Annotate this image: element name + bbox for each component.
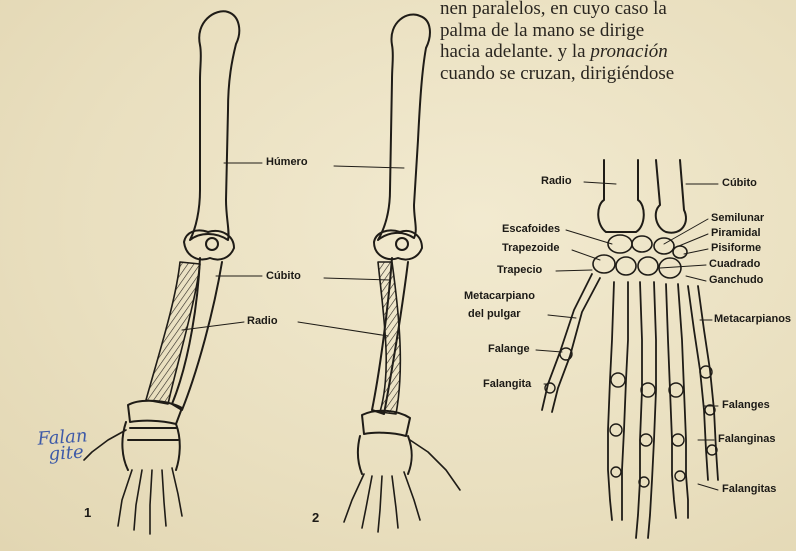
- figure-number-1: 1: [84, 505, 91, 520]
- arm-figure-2: [344, 14, 460, 532]
- label-ganchudo: Ganchudo: [709, 274, 763, 286]
- label-metacarpiano-pulgar-1: Metacarpiano: [464, 290, 535, 302]
- label-cubito-arm: Cúbito: [266, 270, 301, 282]
- label-radio-hand: Radio: [541, 175, 572, 187]
- label-radio-arm: Radio: [247, 315, 278, 327]
- label-metacarpiano-pulgar-2: del pulgar: [468, 308, 521, 320]
- label-falange: Falange: [488, 343, 530, 355]
- fingers-2: [344, 440, 460, 532]
- metacarpals-phalanges: [542, 274, 718, 538]
- label-escafoides: Escafoides: [502, 223, 560, 235]
- label-falangitas: Falangitas: [722, 483, 776, 495]
- radius-end: [598, 160, 644, 232]
- label-falanginas: Falanginas: [718, 433, 775, 445]
- label-piramidal: Piramidal: [711, 227, 761, 239]
- hand-skeleton: [542, 160, 718, 538]
- label-falanges: Falanges: [722, 399, 770, 411]
- figure-number-2: 2: [312, 510, 319, 525]
- arm-figure-1: [84, 11, 239, 534]
- label-trapecio: Trapecio: [497, 264, 542, 276]
- ulna-end: [656, 160, 686, 233]
- label-cuadrado: Cuadrado: [709, 258, 760, 270]
- label-falangita: Falangita: [483, 378, 531, 390]
- radius-bone-2: [378, 262, 400, 414]
- fingers-1: [84, 430, 182, 534]
- hand-1: [122, 422, 179, 470]
- wrist-2: [362, 411, 410, 436]
- label-trapezoide: Trapezoide: [502, 242, 559, 254]
- humerus-bone-2: [378, 14, 430, 240]
- humerus-bone-1: [190, 11, 239, 240]
- label-humero: Húmero: [266, 156, 308, 168]
- label-pisiforme: Pisiforme: [711, 242, 761, 254]
- finger-joints: [545, 348, 717, 487]
- label-semilunar: Semilunar: [711, 212, 764, 224]
- handwritten-annotation: Falan gite: [37, 428, 89, 463]
- label-metacarpianos: Metacarpianos: [714, 313, 791, 325]
- carpal-bones: [593, 235, 687, 278]
- hand-2: [358, 436, 412, 474]
- label-cubito-hand: Cúbito: [722, 177, 757, 189]
- wrist-1: [128, 401, 182, 424]
